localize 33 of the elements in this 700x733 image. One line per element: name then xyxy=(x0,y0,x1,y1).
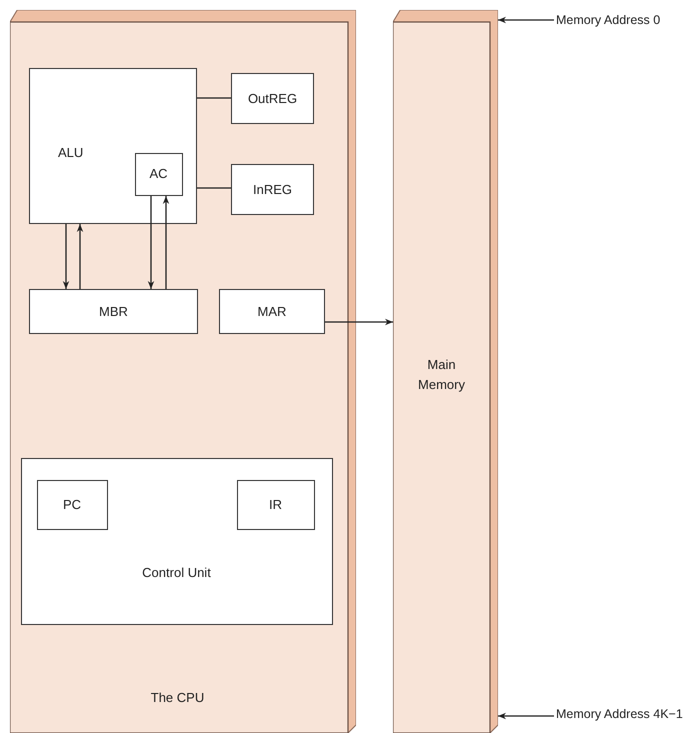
register-box xyxy=(134,152,182,196)
address-label: Memory Address 0 xyxy=(556,13,660,28)
block-shape xyxy=(10,10,356,733)
register-box xyxy=(219,289,325,334)
unit-label: ALU xyxy=(58,145,84,161)
unit-label: Control Unit xyxy=(141,565,212,581)
connector-line xyxy=(197,187,231,189)
arrow xyxy=(76,224,84,289)
register-label: IR xyxy=(268,496,283,512)
register-label: MAR xyxy=(256,304,288,320)
register-label: PC xyxy=(62,496,82,512)
arrow xyxy=(325,318,393,326)
register-label: InREG xyxy=(252,182,293,198)
register-label: AC xyxy=(148,166,169,182)
register-box xyxy=(236,480,314,530)
register-box xyxy=(231,164,314,215)
register-label: OutREG xyxy=(246,90,298,106)
register-box xyxy=(36,480,108,530)
arrow xyxy=(498,712,554,720)
address-label: Memory Address 4K−1 xyxy=(556,707,683,722)
register-box xyxy=(21,458,333,625)
arrow xyxy=(498,16,554,24)
arrow xyxy=(162,196,170,289)
register-label: MBR xyxy=(98,304,129,320)
register-box xyxy=(29,289,198,334)
connector-line xyxy=(197,97,231,99)
register-box xyxy=(231,73,314,124)
register-box xyxy=(29,68,197,224)
register-label: The CPU xyxy=(150,690,206,706)
arrow xyxy=(148,196,154,289)
block-shape xyxy=(393,10,498,733)
register-label: Main Memory xyxy=(417,356,466,394)
arrow xyxy=(62,224,70,289)
